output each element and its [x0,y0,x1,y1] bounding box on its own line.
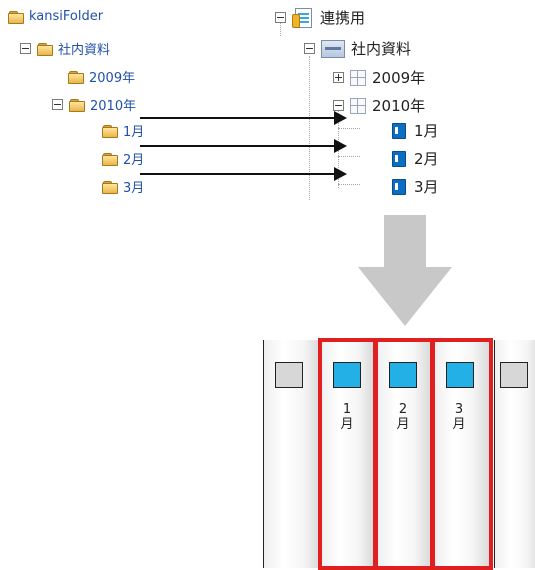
tree-connector [338,128,360,129]
tree-node-month-3[interactable]: 3月 [102,177,144,196]
tree-node-2010-drawer[interactable]: 2010年 [333,95,425,116]
binder-tab [275,362,303,388]
node-label: 2009年 [89,71,136,86]
tree-connector [338,156,360,157]
tree-node-kansifolder[interactable]: kansiFolder [8,9,103,24]
binder-label-unit: 月 [396,417,410,432]
tree-node-shanai[interactable]: 社内資料 [20,39,110,58]
tree-node-month-2[interactable]: 2月 [102,149,144,168]
minus-box-icon[interactable] [52,99,63,110]
node-label: 1月 [414,122,439,140]
folder-icon [68,70,84,84]
tree-connector [280,20,281,36]
arrow-head-icon [334,167,347,181]
binder-icon [392,122,406,139]
node-label: 社内資料 [351,40,412,58]
binder-tab [389,362,417,388]
binder-label-unit: 月 [452,417,466,432]
node-label: 2010年 [90,99,137,114]
folder-icon [102,180,118,194]
tree-node-renkeiyou[interactable]: 連携用 [275,7,365,28]
folder-icon [8,10,24,24]
folder-icon [37,42,53,56]
binder-label-3: 3 月 [447,402,471,432]
binder-tab [446,362,474,388]
binder-icon [392,178,406,195]
minus-box-icon[interactable] [20,43,31,54]
minus-box-icon[interactable] [333,100,344,111]
arrow-line [140,117,336,119]
tree-node-binder-3[interactable]: 3月 [392,176,439,197]
binder-label-1: 1 月 [335,402,359,432]
node-label: 1月 [123,125,145,140]
node-label: kansiFolder [29,9,104,24]
folder-icon [102,124,118,138]
tree-node-shanai-cabinet[interactable]: 社内資料 [304,38,411,59]
drawer-icon [350,69,366,86]
drawer-icon [350,97,366,114]
document-pin-icon [292,7,312,28]
tree-connector [338,184,360,185]
tree-node-month-1[interactable]: 1月 [102,121,144,140]
node-label: 3月 [414,178,439,196]
tree-node-2009-drawer[interactable]: 2009年 [333,67,425,88]
tree-node-2010[interactable]: 2010年 [52,95,136,114]
node-label: 2010年 [372,97,426,115]
node-label: 社内資料 [58,43,111,58]
plus-box-icon[interactable] [333,72,344,83]
binder-label-number: 1 [342,402,352,417]
tree-connector [309,56,310,200]
node-label: 3月 [123,181,145,196]
binder-label-unit: 月 [340,417,354,432]
tree-node-binder-1[interactable]: 1月 [392,120,439,141]
tree-node-2009[interactable]: 2009年 [68,67,135,86]
node-label: 連携用 [320,9,366,27]
binder-label-2: 2 月 [391,402,415,432]
binder-tab [333,362,361,388]
binder-icon [392,150,406,167]
folder-icon [102,152,118,166]
minus-box-icon[interactable] [275,12,286,23]
cabinet-icon [321,39,345,58]
node-label: 2月 [123,153,145,168]
binder-label-number: 3 [454,402,464,417]
tree-node-binder-2[interactable]: 2月 [392,148,439,169]
node-label: 2月 [414,150,439,168]
arrow-head-icon [334,111,347,125]
down-arrow-icon [358,215,452,326]
folder-icon [69,98,85,112]
arrow-line [140,173,336,175]
node-label: 2009年 [372,69,426,87]
arrow-head-icon [334,139,347,153]
arrow-line [140,145,336,147]
minus-box-icon[interactable] [304,43,315,54]
binder-tab [500,362,528,388]
binder-label-number: 2 [398,402,408,417]
